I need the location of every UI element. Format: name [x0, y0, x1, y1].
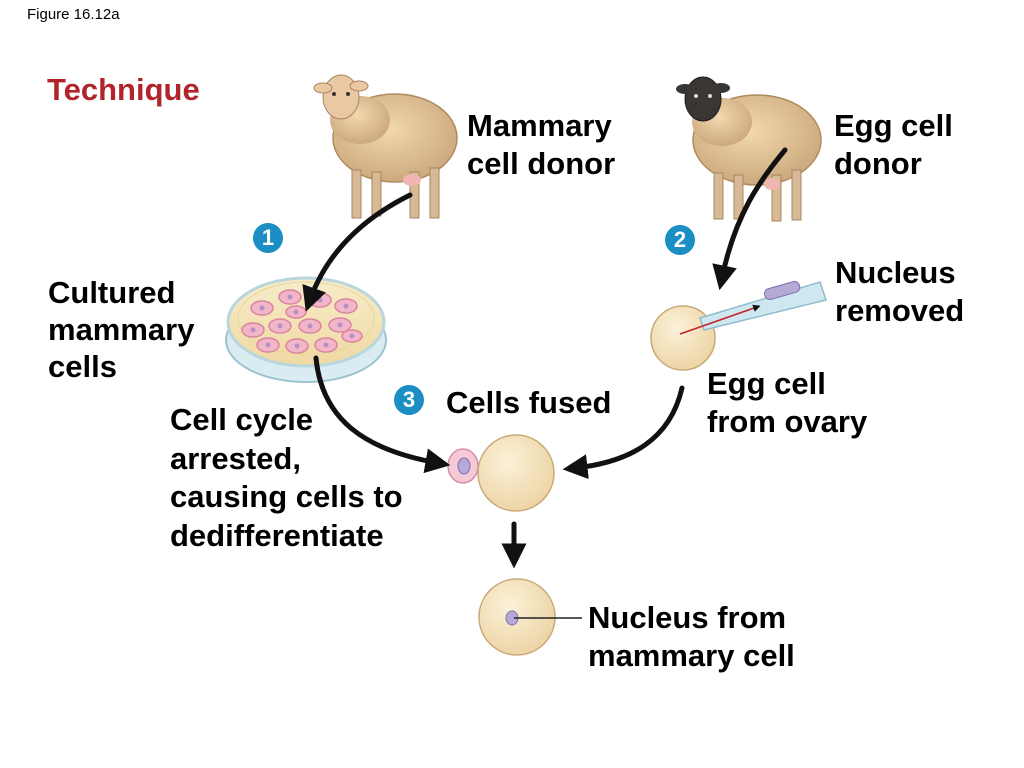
nucleus-removed-label: Nucleus removed — [835, 255, 965, 328]
arrow-donor-to-dish — [302, 192, 413, 312]
step-2-badge: 2 — [665, 225, 695, 255]
arrow-egg-to-fusion — [562, 385, 685, 480]
cultured-cells — [241, 289, 363, 354]
arrow-donor-to-egg — [712, 147, 788, 291]
step-3-badge: 3 — [394, 385, 424, 415]
egg-donor-label: Egg cell donor — [834, 108, 953, 181]
mammary-donor-sheep-icon — [313, 74, 458, 219]
arrow-dish-to-fusion — [313, 355, 451, 474]
mammary-donor-label: Mammary cell donor — [467, 108, 616, 181]
cultured-cells-label: Cultured mammary cells — [48, 275, 195, 384]
cell-cycle-label: Cell cycle arrested, causing cells to de… — [170, 402, 403, 553]
egg-cell-enucleated — [650, 305, 716, 371]
figure-label: Figure 16.12a — [27, 6, 120, 23]
red-pointer-line — [679, 304, 761, 335]
step-1-badge: 1 — [253, 223, 283, 253]
egg-cell-fused — [477, 434, 555, 512]
micropipette-icon — [699, 280, 827, 331]
nucleus-from-mammary-label: Nucleus from mammary cell — [588, 600, 795, 673]
technique-heading: Technique — [47, 72, 200, 107]
egg-from-ovary-label: Egg cell from ovary — [707, 366, 868, 439]
egg-donor-sheep-icon — [676, 76, 822, 222]
mammary-nucleus — [457, 457, 471, 475]
cells-fused-label: Cells fused — [446, 385, 612, 420]
